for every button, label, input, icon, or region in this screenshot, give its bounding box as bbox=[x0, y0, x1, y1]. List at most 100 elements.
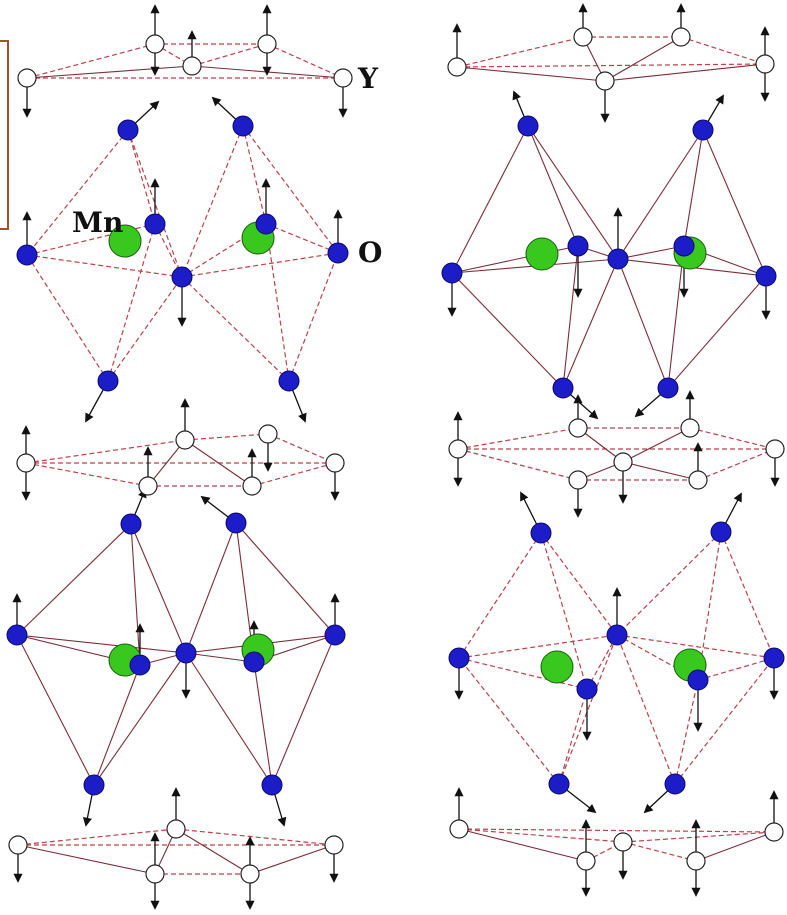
bond-6 bbox=[26, 65, 193, 79]
bond-23 bbox=[26, 254, 109, 382]
bond-32 bbox=[181, 252, 339, 278]
oxygen-atom bbox=[278, 370, 300, 392]
yttrium-atom bbox=[138, 476, 158, 496]
bond-60 bbox=[617, 129, 704, 260]
yttrium-atom bbox=[16, 453, 36, 473]
yttrium-atom bbox=[576, 851, 596, 871]
bond-44 bbox=[680, 36, 766, 65]
label-layer: Y Mn O bbox=[72, 62, 382, 269]
yttrium-atom bbox=[447, 57, 467, 77]
yttrium-atom bbox=[17, 68, 37, 88]
bond-155 bbox=[616, 634, 676, 785]
bond-56 bbox=[527, 125, 579, 247]
bond-17 bbox=[26, 129, 129, 256]
bond-132 bbox=[697, 448, 776, 481]
bond-161 bbox=[458, 634, 618, 659]
bond-0 bbox=[26, 43, 156, 79]
bond-153 bbox=[458, 657, 560, 785]
bond-126 bbox=[457, 427, 579, 450]
bond-147 bbox=[458, 532, 542, 659]
bond-87 bbox=[25, 462, 149, 487]
oxygen-atom bbox=[517, 115, 539, 137]
bond-160 bbox=[697, 657, 775, 681]
oxygen-atom bbox=[16, 244, 38, 266]
yttrium-atom bbox=[448, 439, 468, 459]
bond-192 bbox=[458, 828, 587, 862]
bond-26 bbox=[288, 252, 339, 382]
oxygen-atom bbox=[324, 624, 346, 646]
yttrium-atom bbox=[688, 470, 708, 490]
bond-59 bbox=[683, 129, 704, 247]
bond-105 bbox=[93, 664, 141, 786]
bond-16 bbox=[127, 129, 183, 278]
yttrium-atom bbox=[568, 418, 588, 438]
atom-layer bbox=[6, 27, 785, 884]
bond-179 bbox=[249, 844, 335, 875]
bond-100 bbox=[130, 523, 187, 654]
yttrium-atom bbox=[755, 54, 775, 74]
yttrium-atom bbox=[573, 27, 593, 47]
bond-150 bbox=[720, 531, 775, 659]
bond-89 bbox=[251, 462, 336, 487]
yttrium-atom bbox=[333, 68, 353, 88]
bond-85 bbox=[267, 433, 336, 464]
oxygen-atom bbox=[448, 647, 470, 669]
bond-67 bbox=[667, 275, 767, 389]
oxygen-atom bbox=[261, 774, 283, 796]
bond-31 bbox=[26, 254, 183, 278]
oxygen-atom bbox=[576, 678, 598, 700]
bond-134 bbox=[622, 427, 691, 463]
label-mn: Mn bbox=[72, 206, 123, 239]
bond-152 bbox=[558, 634, 618, 785]
yttrium-atom bbox=[175, 430, 195, 450]
yttrium-atom bbox=[8, 835, 28, 855]
bond-19 bbox=[181, 125, 244, 278]
yttrium-atom bbox=[671, 27, 691, 47]
oxygen-atom bbox=[97, 370, 119, 392]
bond-84 bbox=[184, 433, 269, 441]
bond-66 bbox=[617, 258, 669, 389]
oxygen-atom bbox=[243, 651, 265, 673]
bond-70 bbox=[617, 245, 685, 260]
oxygen-atom bbox=[567, 235, 589, 257]
bond-113 bbox=[185, 652, 255, 663]
manganese-atom bbox=[108, 224, 142, 258]
bond-25 bbox=[181, 276, 290, 382]
bond-172 bbox=[17, 828, 177, 846]
bond-110 bbox=[271, 634, 336, 786]
bond-103 bbox=[185, 522, 237, 654]
bond-5 bbox=[191, 43, 268, 67]
yttrium-atom bbox=[765, 439, 785, 459]
left-edge-frame bbox=[0, 40, 9, 230]
yttrium-atom bbox=[595, 71, 615, 91]
oxygen-atom bbox=[441, 262, 463, 284]
bond-42 bbox=[456, 36, 584, 68]
yttrium-atom bbox=[166, 819, 186, 839]
bond-178 bbox=[175, 828, 251, 875]
oxygen-atom bbox=[710, 521, 732, 543]
oxygen-atom bbox=[129, 654, 151, 676]
bond-24 bbox=[265, 223, 290, 382]
bond-61 bbox=[702, 129, 767, 277]
manganese-atom bbox=[525, 237, 559, 271]
bond-layer bbox=[16, 36, 776, 875]
oxygen-atom bbox=[607, 248, 629, 270]
bond-63 bbox=[562, 258, 619, 389]
yttrium-atom bbox=[325, 453, 345, 473]
bond-2 bbox=[266, 43, 344, 79]
oxygen-atom bbox=[144, 213, 166, 235]
oxygen-atom bbox=[755, 265, 777, 287]
yttrium-atom bbox=[680, 418, 700, 438]
bond-191 bbox=[622, 841, 697, 862]
bond-27 bbox=[26, 223, 156, 256]
bond-22 bbox=[107, 276, 183, 382]
bond-106 bbox=[93, 652, 187, 786]
bond-108 bbox=[253, 661, 273, 786]
oxygen-atom bbox=[692, 119, 714, 141]
yttrium-atom bbox=[686, 851, 706, 871]
oxygen-atom bbox=[673, 235, 695, 257]
oxygen-atom bbox=[255, 213, 277, 235]
oxygen-atom bbox=[83, 774, 105, 796]
oxygen-atom bbox=[664, 773, 686, 795]
